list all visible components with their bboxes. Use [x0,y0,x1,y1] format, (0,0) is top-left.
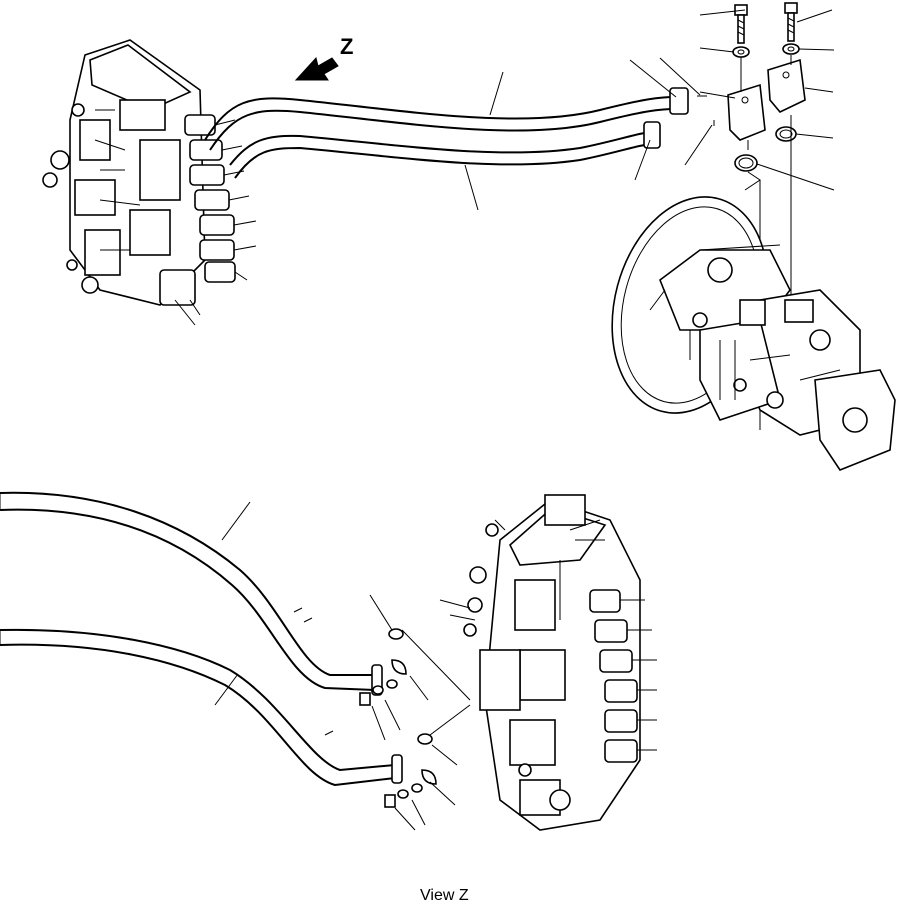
hoses-view-z [0,491,471,831]
view-caption: View Z [420,887,469,904]
control-valve-top [42,39,257,326]
hydraulic-pump [611,196,896,471]
hoses-top [204,57,715,211]
control-valve-view-z [439,494,657,831]
pump-fittings [699,2,835,320]
view-z-arrow-label: Z [340,34,354,59]
view-z-arrow [294,56,339,81]
